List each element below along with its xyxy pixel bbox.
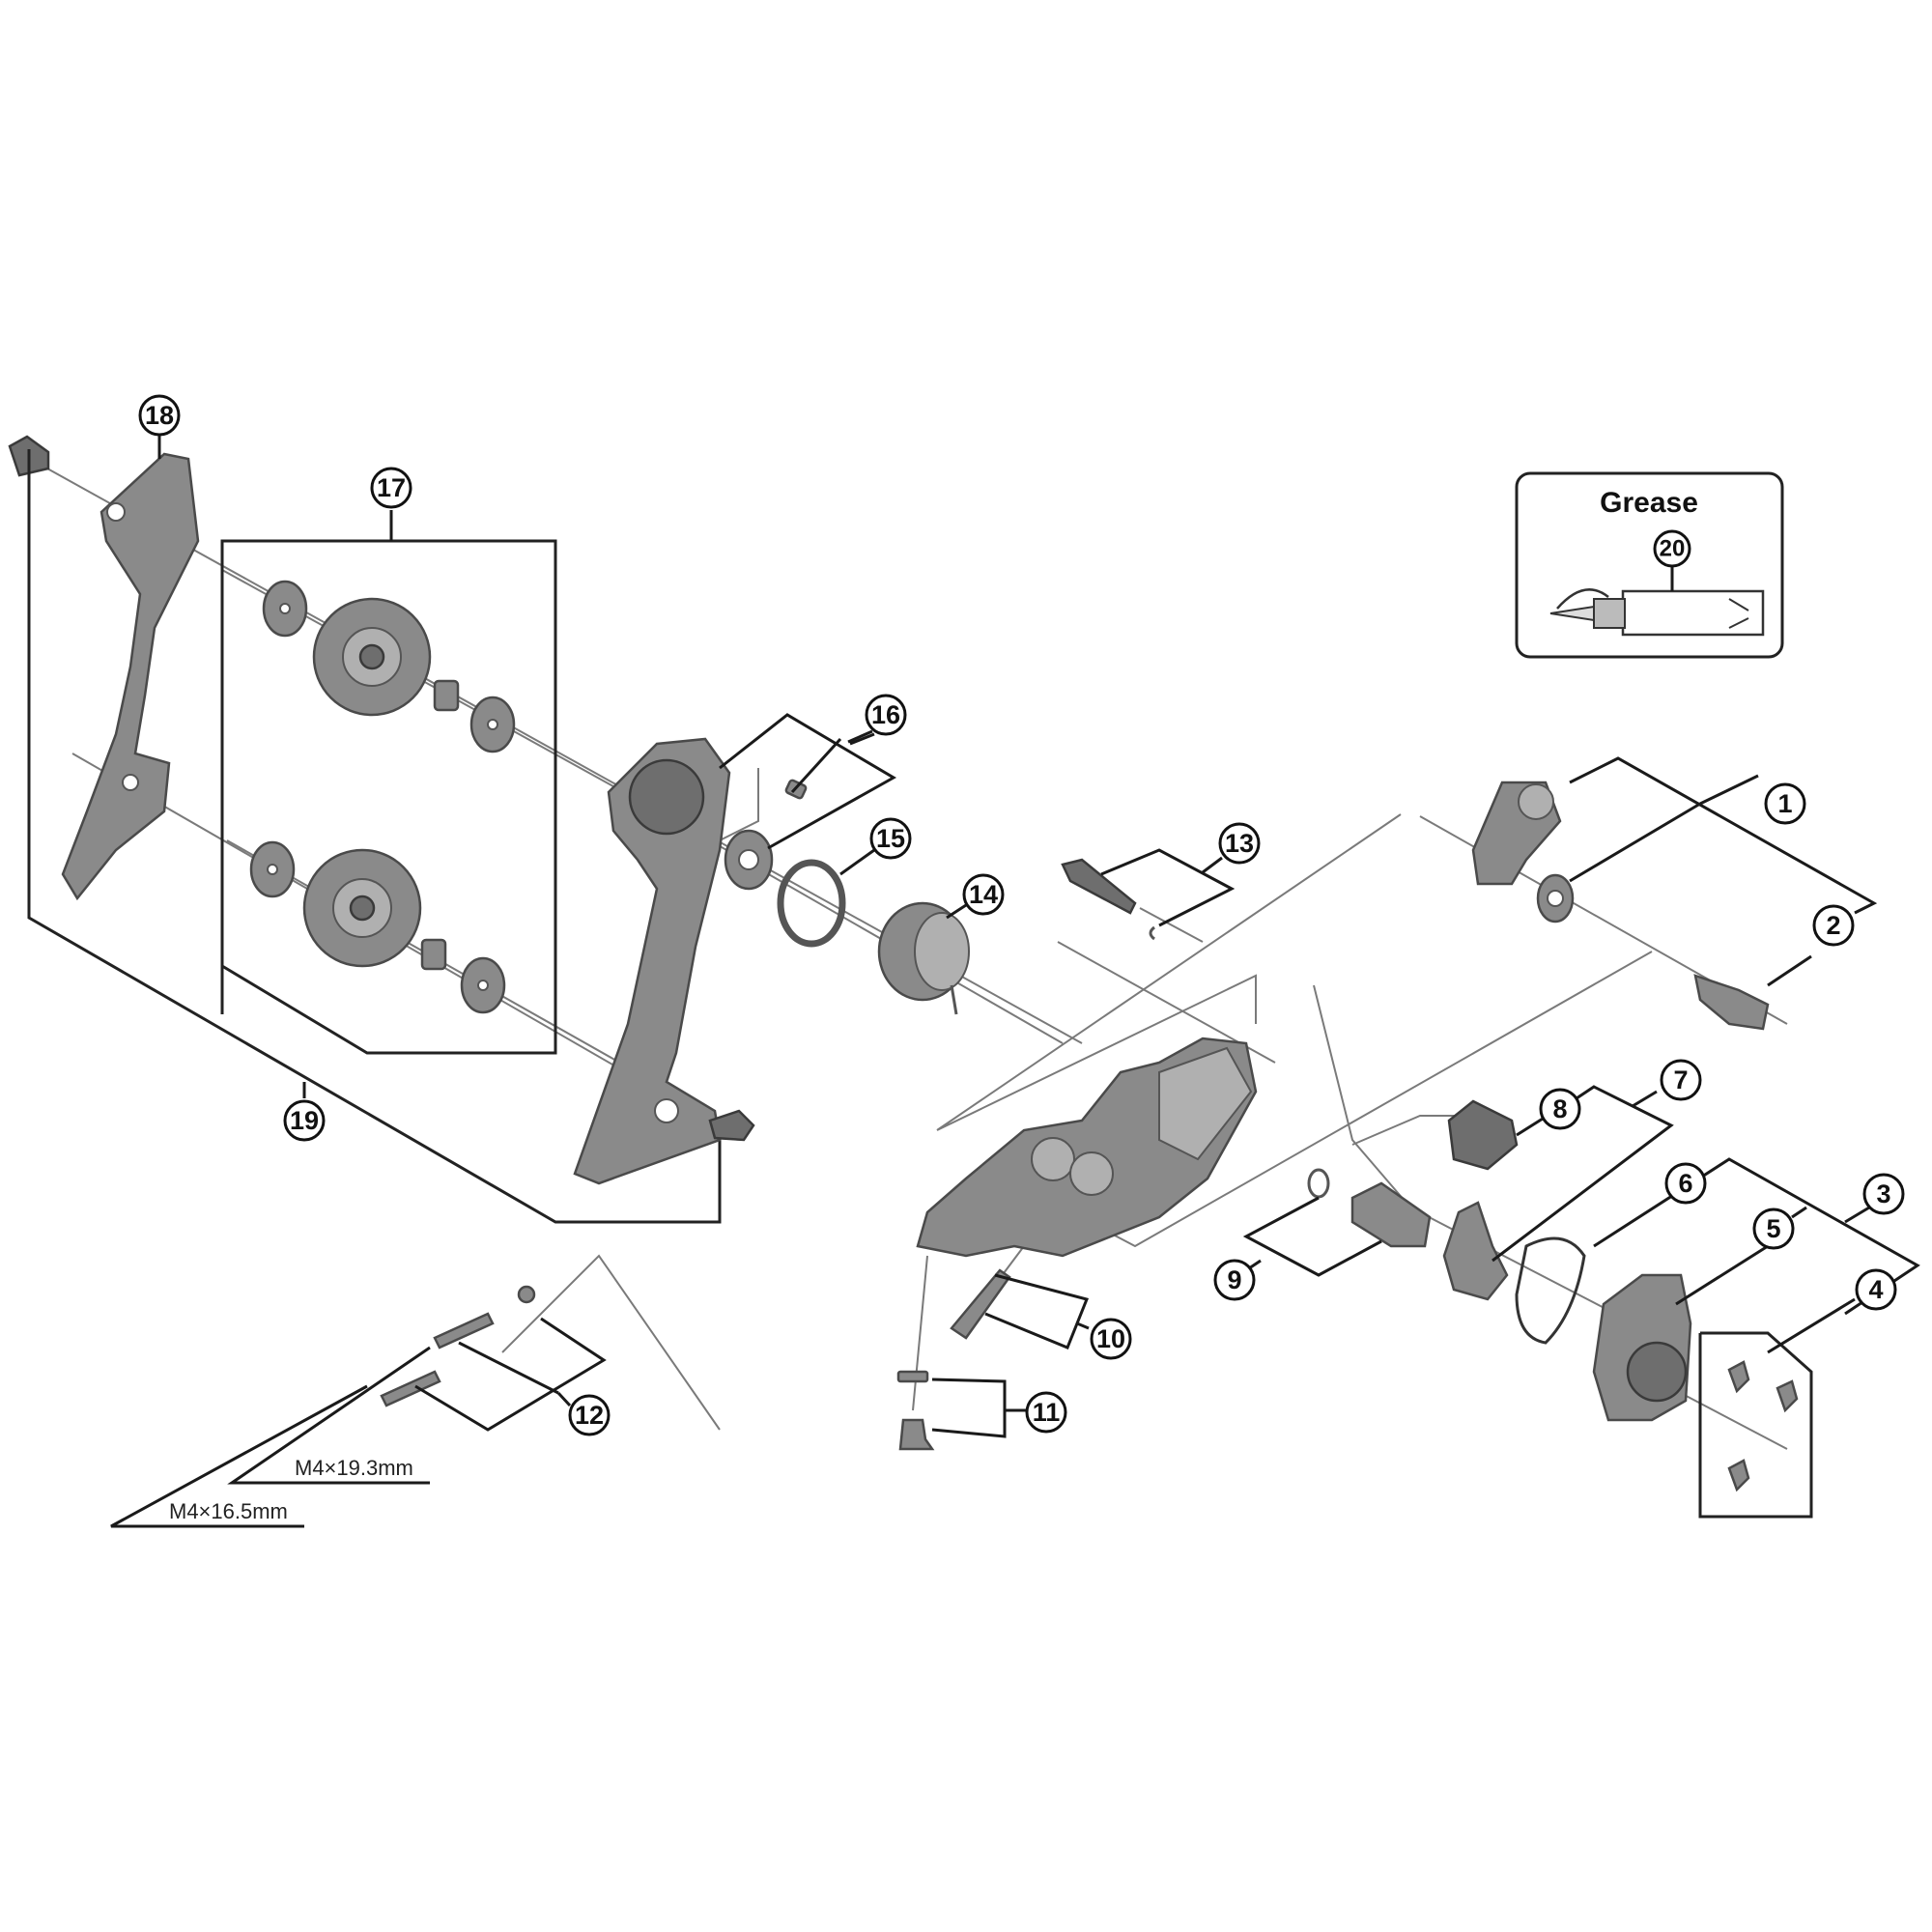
callouts: 1 2 3 4 5 6 7 8 9 10 11 12 13 14 15 16 1… xyxy=(138,394,1905,1436)
svg-text:19: 19 xyxy=(290,1106,319,1135)
callout-4: 4 xyxy=(1855,1268,1897,1311)
part-16 xyxy=(724,779,808,891)
lower-pulley-icon xyxy=(302,848,422,968)
svg-text:3: 3 xyxy=(1876,1179,1890,1208)
callout-10: 10 xyxy=(1090,1318,1132,1360)
callout-17: 17 xyxy=(370,467,412,509)
outer-cage-plate xyxy=(573,737,755,1185)
callout-9: 9 xyxy=(1213,1259,1256,1301)
svg-text:16: 16 xyxy=(871,700,900,729)
leader-lines xyxy=(110,433,1920,1528)
grease-box: Grease xyxy=(1515,471,1784,659)
svg-text:6: 6 xyxy=(1678,1169,1692,1198)
callout-18: 18 xyxy=(138,394,181,437)
part-13 xyxy=(1061,858,1155,941)
main-body xyxy=(916,1037,1258,1258)
bracket-19 xyxy=(27,449,722,1224)
part-8 xyxy=(1447,1099,1519,1171)
callout-1: 1 xyxy=(1764,782,1806,825)
svg-text:7: 7 xyxy=(1673,1065,1688,1094)
callout-5: 5 xyxy=(1752,1208,1795,1250)
grease-tube-icon xyxy=(1549,588,1765,637)
callout-8: 8 xyxy=(1539,1088,1581,1130)
screw-spec-19-3: M4×19.3mm xyxy=(295,1456,413,1480)
callout-19: 19 xyxy=(283,1099,326,1142)
callout-6: 6 xyxy=(1664,1162,1707,1205)
svg-text:10: 10 xyxy=(1096,1324,1125,1353)
part-7 xyxy=(1442,1201,1509,1301)
svg-text:4: 4 xyxy=(1868,1275,1883,1304)
upper-pulley-icon xyxy=(312,597,432,717)
callout-7: 7 xyxy=(1660,1059,1702,1101)
svg-text:13: 13 xyxy=(1225,829,1254,858)
svg-text:5: 5 xyxy=(1766,1214,1780,1243)
part-11 xyxy=(896,1370,935,1451)
svg-text:11: 11 xyxy=(1033,1398,1061,1427)
callout-11: 11 xyxy=(1025,1391,1067,1434)
part-14-spring xyxy=(877,901,970,1015)
part-4-screws xyxy=(1698,1331,1813,1519)
part-17-pulley-set xyxy=(220,539,557,1055)
callout-3: 3 xyxy=(1862,1173,1905,1215)
callout-12: 12 xyxy=(568,1394,611,1436)
part-9 xyxy=(1307,1168,1432,1248)
callout-16: 16 xyxy=(865,694,907,736)
svg-text:1: 1 xyxy=(1777,789,1792,818)
part-2-bolt xyxy=(1693,974,1770,1031)
part-12-screws xyxy=(380,1285,536,1407)
part-1 xyxy=(1471,781,1575,923)
grease-title: Grease xyxy=(1600,487,1698,519)
part-10 xyxy=(950,1268,1011,1340)
svg-text:20: 20 xyxy=(1660,536,1686,562)
svg-text:2: 2 xyxy=(1826,911,1840,940)
part-5-cover xyxy=(1592,1273,1692,1422)
callout-13: 13 xyxy=(1218,822,1261,865)
part-18-inner-cage-plate xyxy=(8,435,200,901)
svg-text:17: 17 xyxy=(377,473,406,502)
callout-20: 20 xyxy=(1653,529,1691,568)
part-15-ring xyxy=(777,859,846,948)
callout-15: 15 xyxy=(869,817,912,860)
svg-text:9: 9 xyxy=(1227,1265,1241,1294)
callout-14: 14 xyxy=(962,873,1005,916)
part-6-gasket xyxy=(1515,1236,1586,1345)
svg-text:18: 18 xyxy=(145,401,174,430)
svg-text:15: 15 xyxy=(876,824,905,853)
svg-text:12: 12 xyxy=(575,1401,604,1430)
svg-text:8: 8 xyxy=(1552,1094,1567,1123)
svg-text:14: 14 xyxy=(969,880,998,909)
screw-spec-16-5: M4×16.5mm xyxy=(169,1499,288,1523)
callout-2: 2 xyxy=(1812,904,1855,947)
